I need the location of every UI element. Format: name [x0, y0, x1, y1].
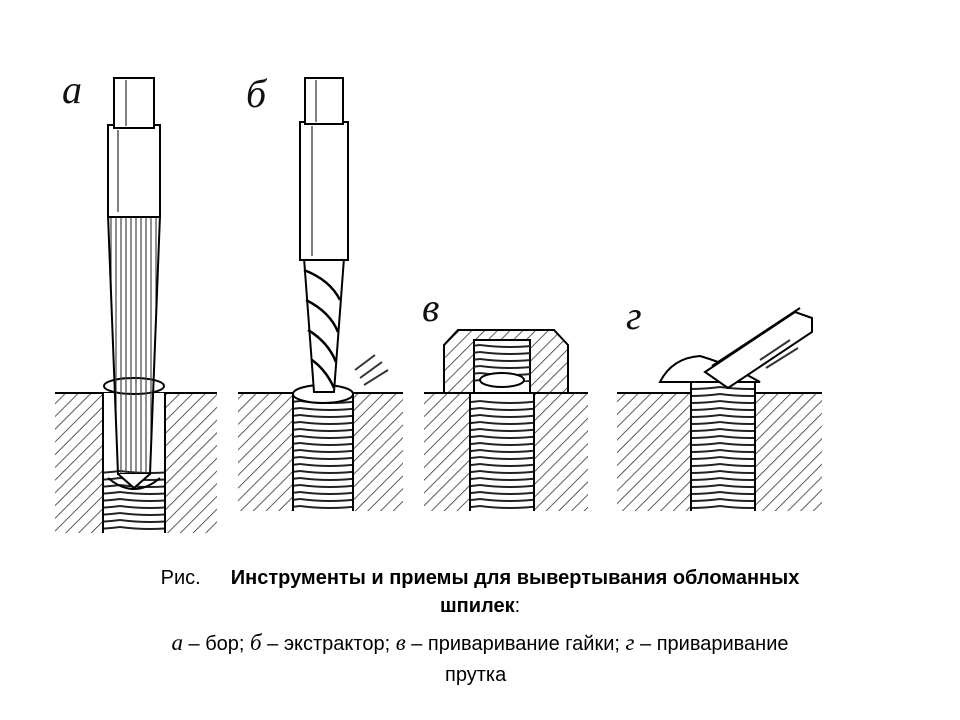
panel-a-drill — [55, 77, 217, 533]
legend: а – бор; б – экстрактор; в – приваривани… — [0, 630, 960, 657]
panel-b-extractor — [238, 77, 403, 511]
legend-b-letter: б — [250, 630, 262, 655]
illustration — [55, 77, 822, 533]
legend-d-text: – приваривание — [634, 633, 789, 655]
legend-b-text: – экстрактор; — [261, 633, 396, 655]
legend-c-text: – приваривание гайки; — [405, 633, 626, 655]
extractor-square-head — [304, 77, 344, 125]
caption-prefix: Рис. — [160, 567, 201, 589]
panel-label-b: б — [246, 71, 267, 116]
panel-label-a: а — [62, 67, 82, 112]
extractor-shank — [299, 121, 349, 261]
caption-colon: : — [514, 595, 521, 617]
drill-tapered-body — [106, 214, 162, 475]
caption-line2: шпилек: — [440, 594, 520, 618]
caption-title-line1: Инструменты и приемы для вывертывания об… — [230, 567, 800, 589]
panel-c-welded-nut — [424, 329, 588, 511]
legend-c-letter: в — [395, 630, 406, 655]
legend-d-letter: г — [625, 630, 635, 655]
legend-line2: прутка — [445, 664, 507, 686]
drill-shank — [107, 124, 161, 218]
drill-square-head — [113, 77, 155, 129]
caption-title-line2: шпилек — [440, 595, 515, 617]
panel-d-welded-rod — [617, 307, 822, 511]
figure-caption: Рис. Инструменты и приемы для вывертывани… — [0, 566, 960, 590]
panel-label-c: в — [422, 285, 440, 330]
legend-a-letter: а — [171, 630, 183, 655]
panel-label-d: г — [626, 293, 642, 338]
legend-a-text: – бор; — [182, 633, 251, 655]
